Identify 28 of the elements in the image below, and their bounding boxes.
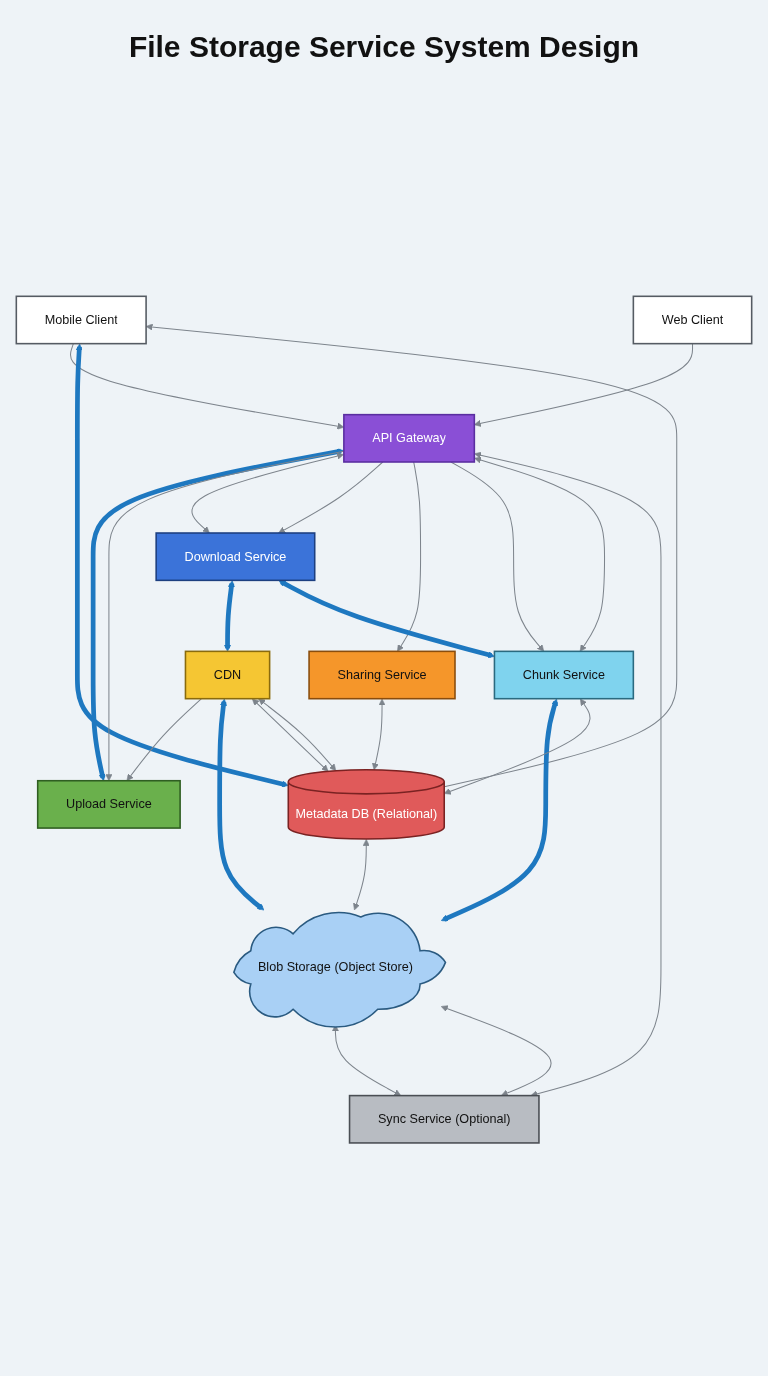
arrow xyxy=(372,699,386,771)
node-box: CDN xyxy=(184,650,271,700)
arrow xyxy=(278,461,384,534)
arrow xyxy=(353,839,370,911)
node-box: API Gateway xyxy=(343,414,476,464)
node-box: Sync Service (Optional) xyxy=(348,1095,540,1145)
arrow xyxy=(440,1005,552,1097)
arrow xyxy=(278,580,495,659)
arrow xyxy=(440,699,558,922)
arrow xyxy=(217,699,265,911)
arrow xyxy=(474,457,606,653)
arrow xyxy=(224,580,235,653)
arrow xyxy=(258,698,337,772)
node-box: Sharing Service xyxy=(308,650,456,700)
arrow xyxy=(191,453,344,534)
arrow xyxy=(126,698,202,782)
arrow xyxy=(474,343,694,428)
node-box: Upload Service xyxy=(36,780,181,830)
arrow xyxy=(450,461,545,653)
node-box: Chunk Service xyxy=(493,650,635,700)
node-box: Web Client xyxy=(632,295,753,345)
arrow xyxy=(397,461,422,653)
diagram-title: File Storage Service System Design xyxy=(128,30,640,64)
arrow xyxy=(252,698,329,772)
node-box: Download Service xyxy=(155,532,316,582)
node-box: Mobile Client xyxy=(15,295,147,345)
arrow xyxy=(75,344,289,788)
arrow xyxy=(443,699,591,795)
